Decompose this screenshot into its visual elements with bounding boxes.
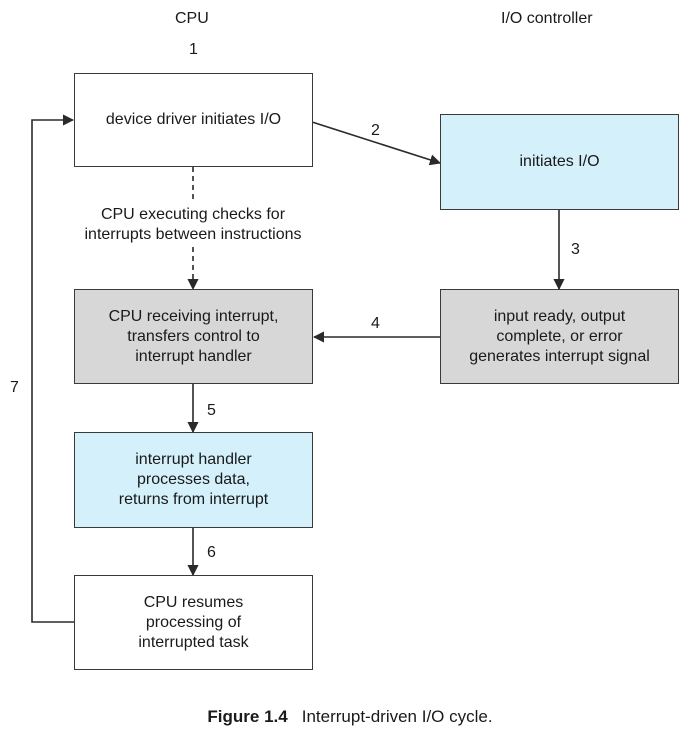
io-controller-column-title: I/O controller: [501, 10, 593, 27]
figure-caption-text: Interrupt-driven I/O cycle.: [301, 707, 493, 726]
box-interrupt-handler-text: interrupt handler processes data, return…: [118, 451, 269, 508]
arrow-step-2: [311, 121, 442, 166]
box-io-initiates-text: initiates I/O: [519, 153, 600, 170]
cpu-checks-note: CPU executing checks for interrupts betw…: [70, 205, 316, 245]
box-interrupt-handler: interrupt handler processes data, return…: [74, 432, 313, 528]
arrow-step-7: [31, 114, 75, 623]
step-2-label: 2: [371, 122, 380, 139]
box-cpu-resumes-text: CPU resumes processing of interrupted ta…: [138, 593, 249, 651]
box-device-driver-initiates: device driver initiates I/O: [74, 73, 313, 167]
figure-caption: Figure 1.4 Interrupt-driven I/O cycle.: [0, 707, 700, 727]
step-5-label: 5: [207, 402, 216, 419]
box-input-ready-text: input ready, output complete, or error g…: [469, 307, 650, 365]
box-cpu-resumes: CPU resumes processing of interrupted ta…: [74, 575, 313, 670]
box-cpu-receiving-interrupt-text: CPU receiving interrupt, transfers contr…: [108, 307, 279, 365]
step-3-label: 3: [571, 241, 580, 258]
step-7-label: 7: [10, 379, 19, 396]
box-device-driver-initiates-text: device driver initiates I/O: [105, 111, 282, 128]
box-input-ready: input ready, output complete, or error g…: [440, 289, 679, 384]
step-6-label: 6: [207, 544, 216, 561]
cpu-column-title: CPU: [175, 10, 209, 27]
figure-caption-label: Figure 1.4: [207, 707, 288, 726]
step-4-label: 4: [371, 315, 380, 332]
step-1-label: 1: [189, 41, 198, 58]
box-cpu-receiving-interrupt: CPU receiving interrupt, transfers contr…: [74, 289, 313, 384]
box-io-initiates: initiates I/O: [440, 114, 679, 210]
